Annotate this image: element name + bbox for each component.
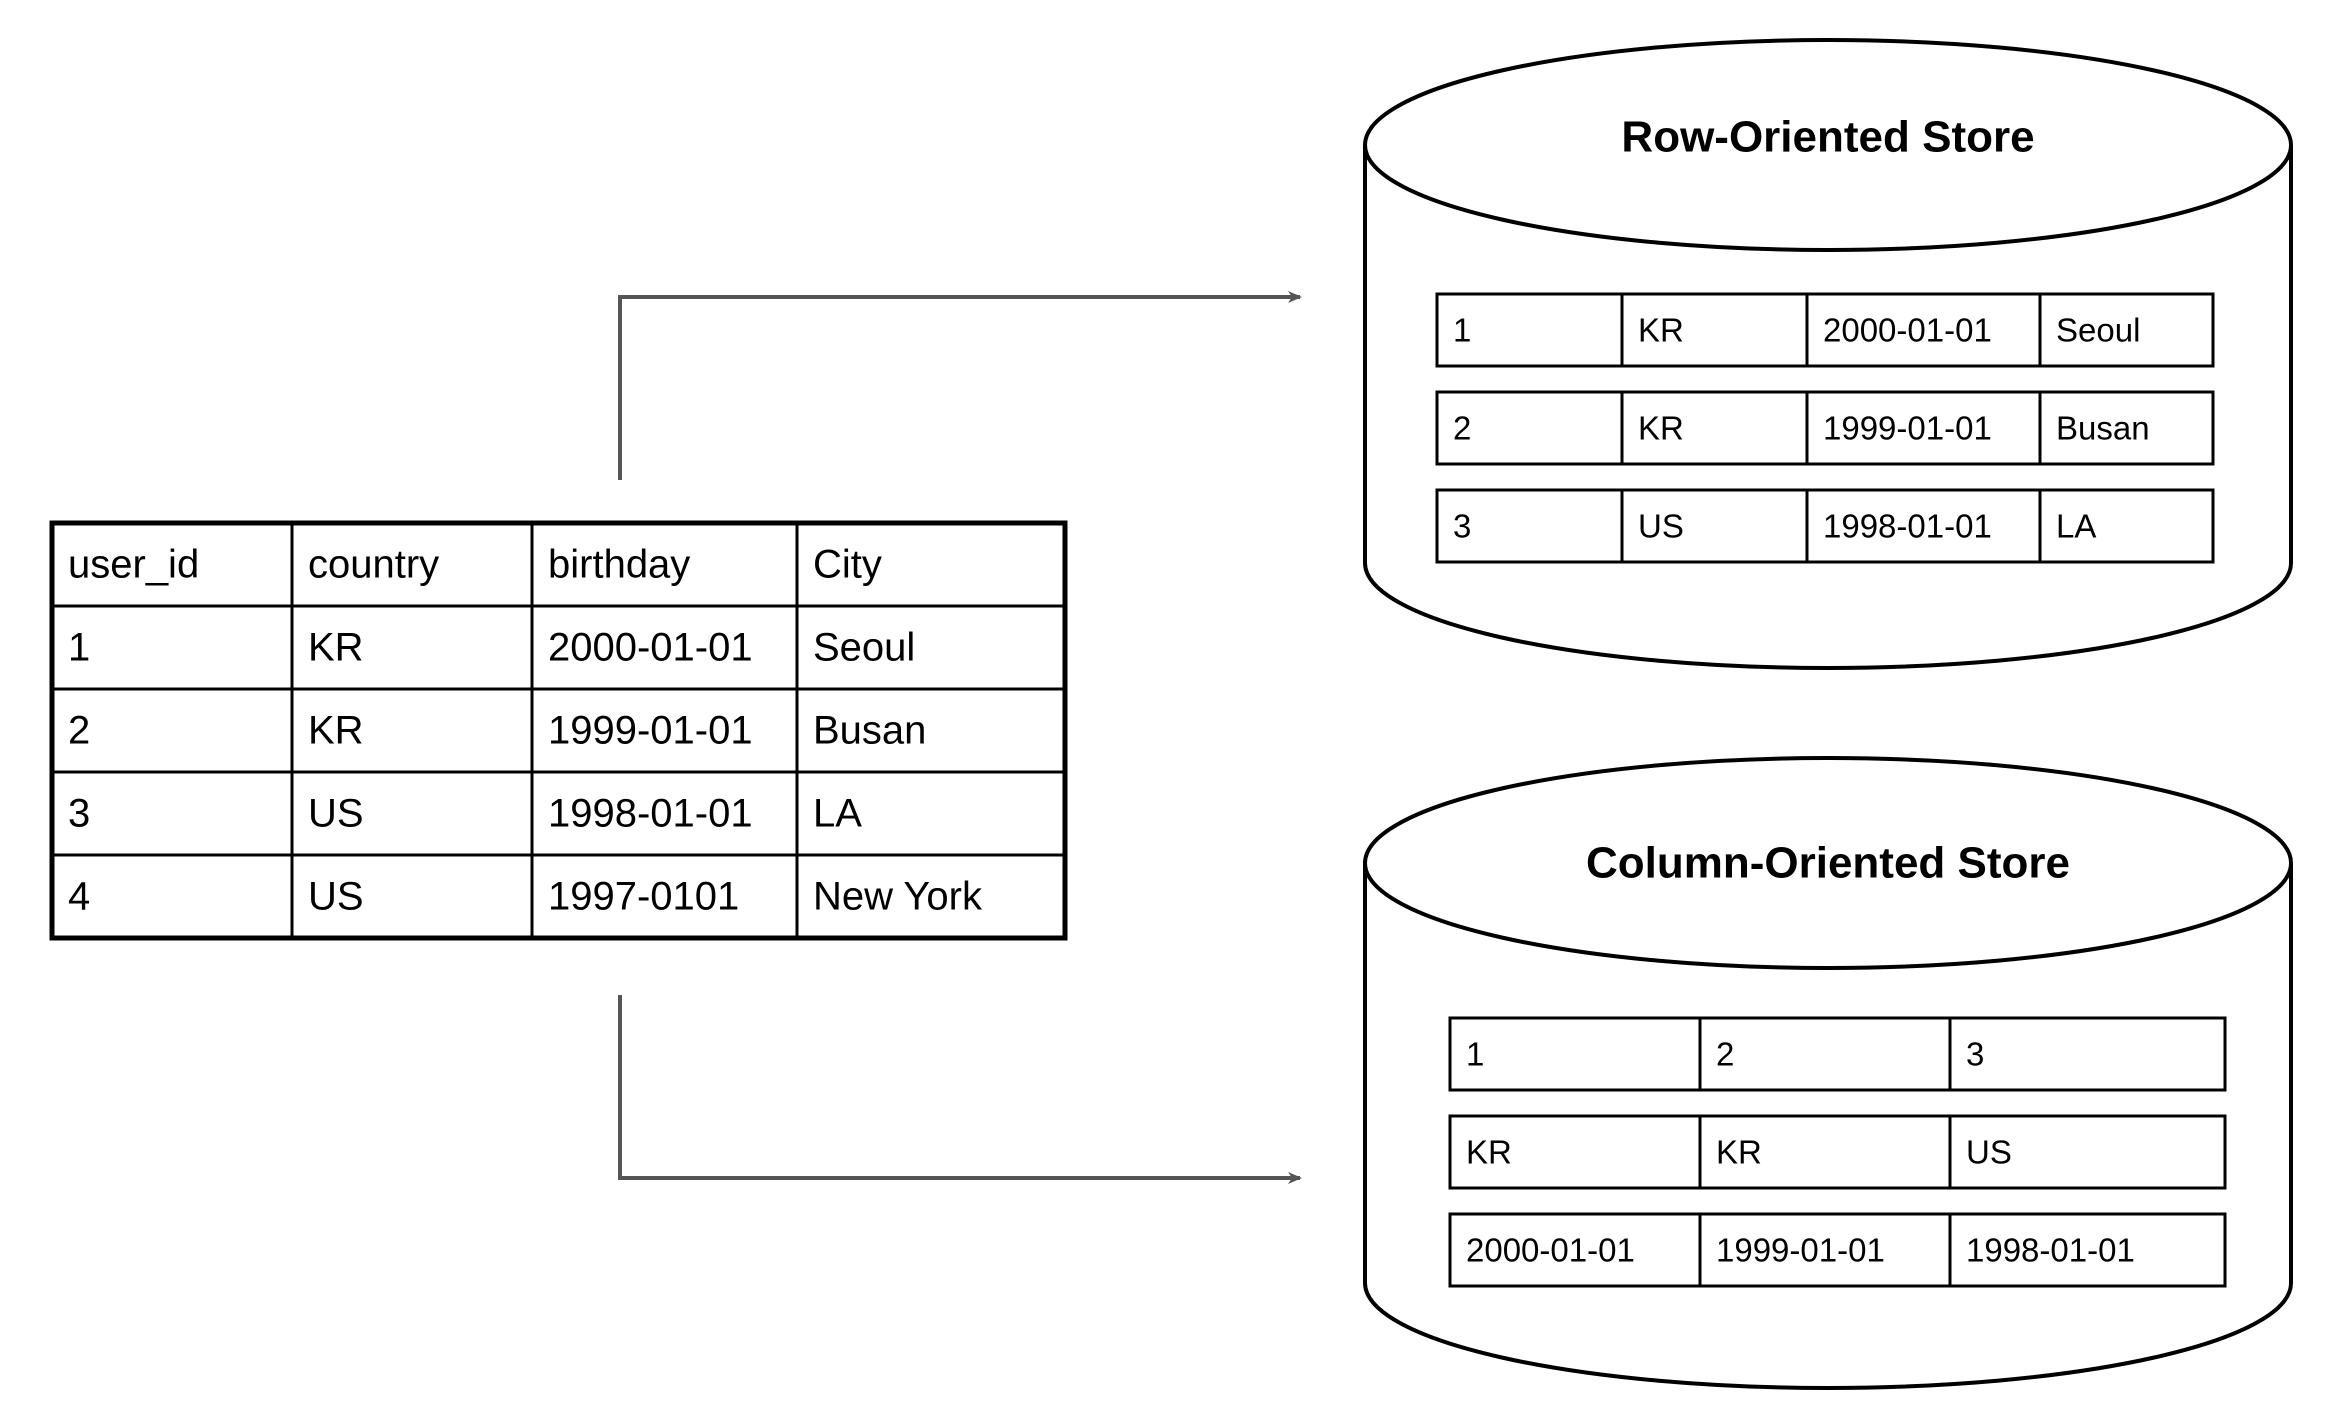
table-cell <box>1620 390 1809 466</box>
cell-text: Seoul <box>813 626 915 670</box>
arrow-to-row-store <box>618 291 1302 480</box>
cell-text: 2000-01-01 <box>1823 312 1992 349</box>
table-cell <box>1698 1016 1952 1092</box>
arrow-to-column-store <box>618 995 1302 1184</box>
row-store-title: Row-Oriented Store <box>1621 113 2034 162</box>
cell-text: 2 <box>1716 1036 1734 1073</box>
table-cell <box>50 770 294 857</box>
cell-text: 1998-01-01 <box>548 792 753 836</box>
cell-text: 1 <box>1466 1036 1484 1073</box>
cell-text: KR <box>308 626 364 670</box>
cell-text: US <box>1966 1134 2012 1171</box>
cell-text: KR <box>1638 410 1684 447</box>
table-cell <box>530 853 799 940</box>
table-row: 3 US 1998-01-01 LA <box>50 770 1067 857</box>
table-cell <box>1948 1114 2227 1190</box>
cell-text: 2 <box>1453 410 1471 447</box>
table-cell <box>290 853 534 940</box>
cell-text: 1999-01-01 <box>548 709 753 753</box>
cell-text: Seoul <box>2056 312 2140 349</box>
cell-text: 2000-01-01 <box>548 626 753 670</box>
cell-text: KR <box>308 709 364 753</box>
cell-text: KR <box>1716 1134 1762 1171</box>
table-cell <box>1805 488 2042 564</box>
column-store-title: Column-Oriented Store <box>1586 839 2070 888</box>
row-store-record: 3 US 1998-01-01 LA <box>1435 488 2215 564</box>
column-store-cylinder: Column-Oriented Store 1 2 3KR KR US 2000-01-0… <box>1363 756 2293 1390</box>
table-row: 1 KR 2000-01-01 Seoul <box>50 604 1067 691</box>
table-cell <box>1698 1114 1952 1190</box>
table-cell <box>1620 292 1809 368</box>
cell-text: US <box>308 792 364 836</box>
table-cell <box>1620 488 1809 564</box>
cell-text: 3 <box>68 792 90 836</box>
table-cell <box>1448 1016 1702 1092</box>
table-cell <box>1948 1212 2227 1288</box>
cell-text: 1999-01-01 <box>1823 410 1992 447</box>
table-cell <box>290 604 534 691</box>
table-cell <box>1448 1114 1702 1190</box>
table-cell <box>290 770 534 857</box>
cell-text: 2000-01-01 <box>1466 1232 1635 1269</box>
cell-text: US <box>308 875 364 919</box>
cell-text: New York <box>813 875 983 919</box>
cell-text: LA <box>2056 508 2096 545</box>
table-cell <box>795 687 1067 774</box>
table-cell <box>530 521 799 608</box>
cell-text: 3 <box>1966 1036 1984 1073</box>
cell-text: Busan <box>2056 410 2150 447</box>
cell-text: US <box>1638 508 1684 545</box>
column-store-record: 2000-01-01 1999-01-01 1998-01-01 <box>1448 1212 2227 1288</box>
table-cell <box>2038 390 2215 466</box>
table-cell <box>1948 1016 2227 1092</box>
table-border <box>49 520 1068 941</box>
row-store-record: 2 KR 1999-01-01 Busan <box>1435 390 2215 466</box>
cell-text: 1999-01-01 <box>1716 1232 1885 1269</box>
cell-text: user_id <box>68 543 199 587</box>
cell-text: country <box>308 543 439 587</box>
cell-text: 1 <box>68 626 90 670</box>
table-cell <box>1805 292 2042 368</box>
table-cell <box>795 853 1067 940</box>
table-cell <box>1435 292 1624 368</box>
table-cell <box>50 687 294 774</box>
table-row: 4 US 1997-0101 New York <box>50 853 1067 940</box>
cell-text: 3 <box>1453 508 1471 545</box>
row-store-record: 1 KR 2000-01-01 Seoul <box>1435 292 2215 368</box>
table-cell <box>2038 488 2215 564</box>
column-store-record: 1 2 3 <box>1448 1016 2227 1092</box>
cell-text: 1998-01-01 <box>1966 1232 2135 1269</box>
cell-text: birthday <box>548 543 690 587</box>
table-cell <box>290 687 534 774</box>
table-cell <box>795 604 1067 691</box>
cell-text: Busan <box>813 709 926 753</box>
cell-text: City <box>813 543 882 587</box>
table-cell <box>1435 390 1624 466</box>
table-cell <box>1698 1212 1952 1288</box>
table-cell <box>2038 292 2215 368</box>
table-header-row: user_id country birthday City <box>50 521 1067 608</box>
cell-text: KR <box>1638 312 1684 349</box>
cell-text: 1 <box>1453 312 1471 349</box>
column-store-record: KR KR US <box>1448 1114 2227 1190</box>
cell-text: 1997-0101 <box>548 875 739 919</box>
column-store-records: 1 2 3KR KR US 2000-01-01 1999-01-01 1998-01-01 <box>1448 1016 2227 1288</box>
cell-text: 4 <box>68 875 90 919</box>
table-cell <box>1435 488 1624 564</box>
cell-text: LA <box>813 792 862 836</box>
table-row: 2 KR 1999-01-01 Busan <box>50 687 1067 774</box>
cell-text: 2 <box>68 709 90 753</box>
cell-text: 1998-01-01 <box>1823 508 1992 545</box>
cell-text: KR <box>1466 1134 1512 1171</box>
table-cell <box>530 770 799 857</box>
